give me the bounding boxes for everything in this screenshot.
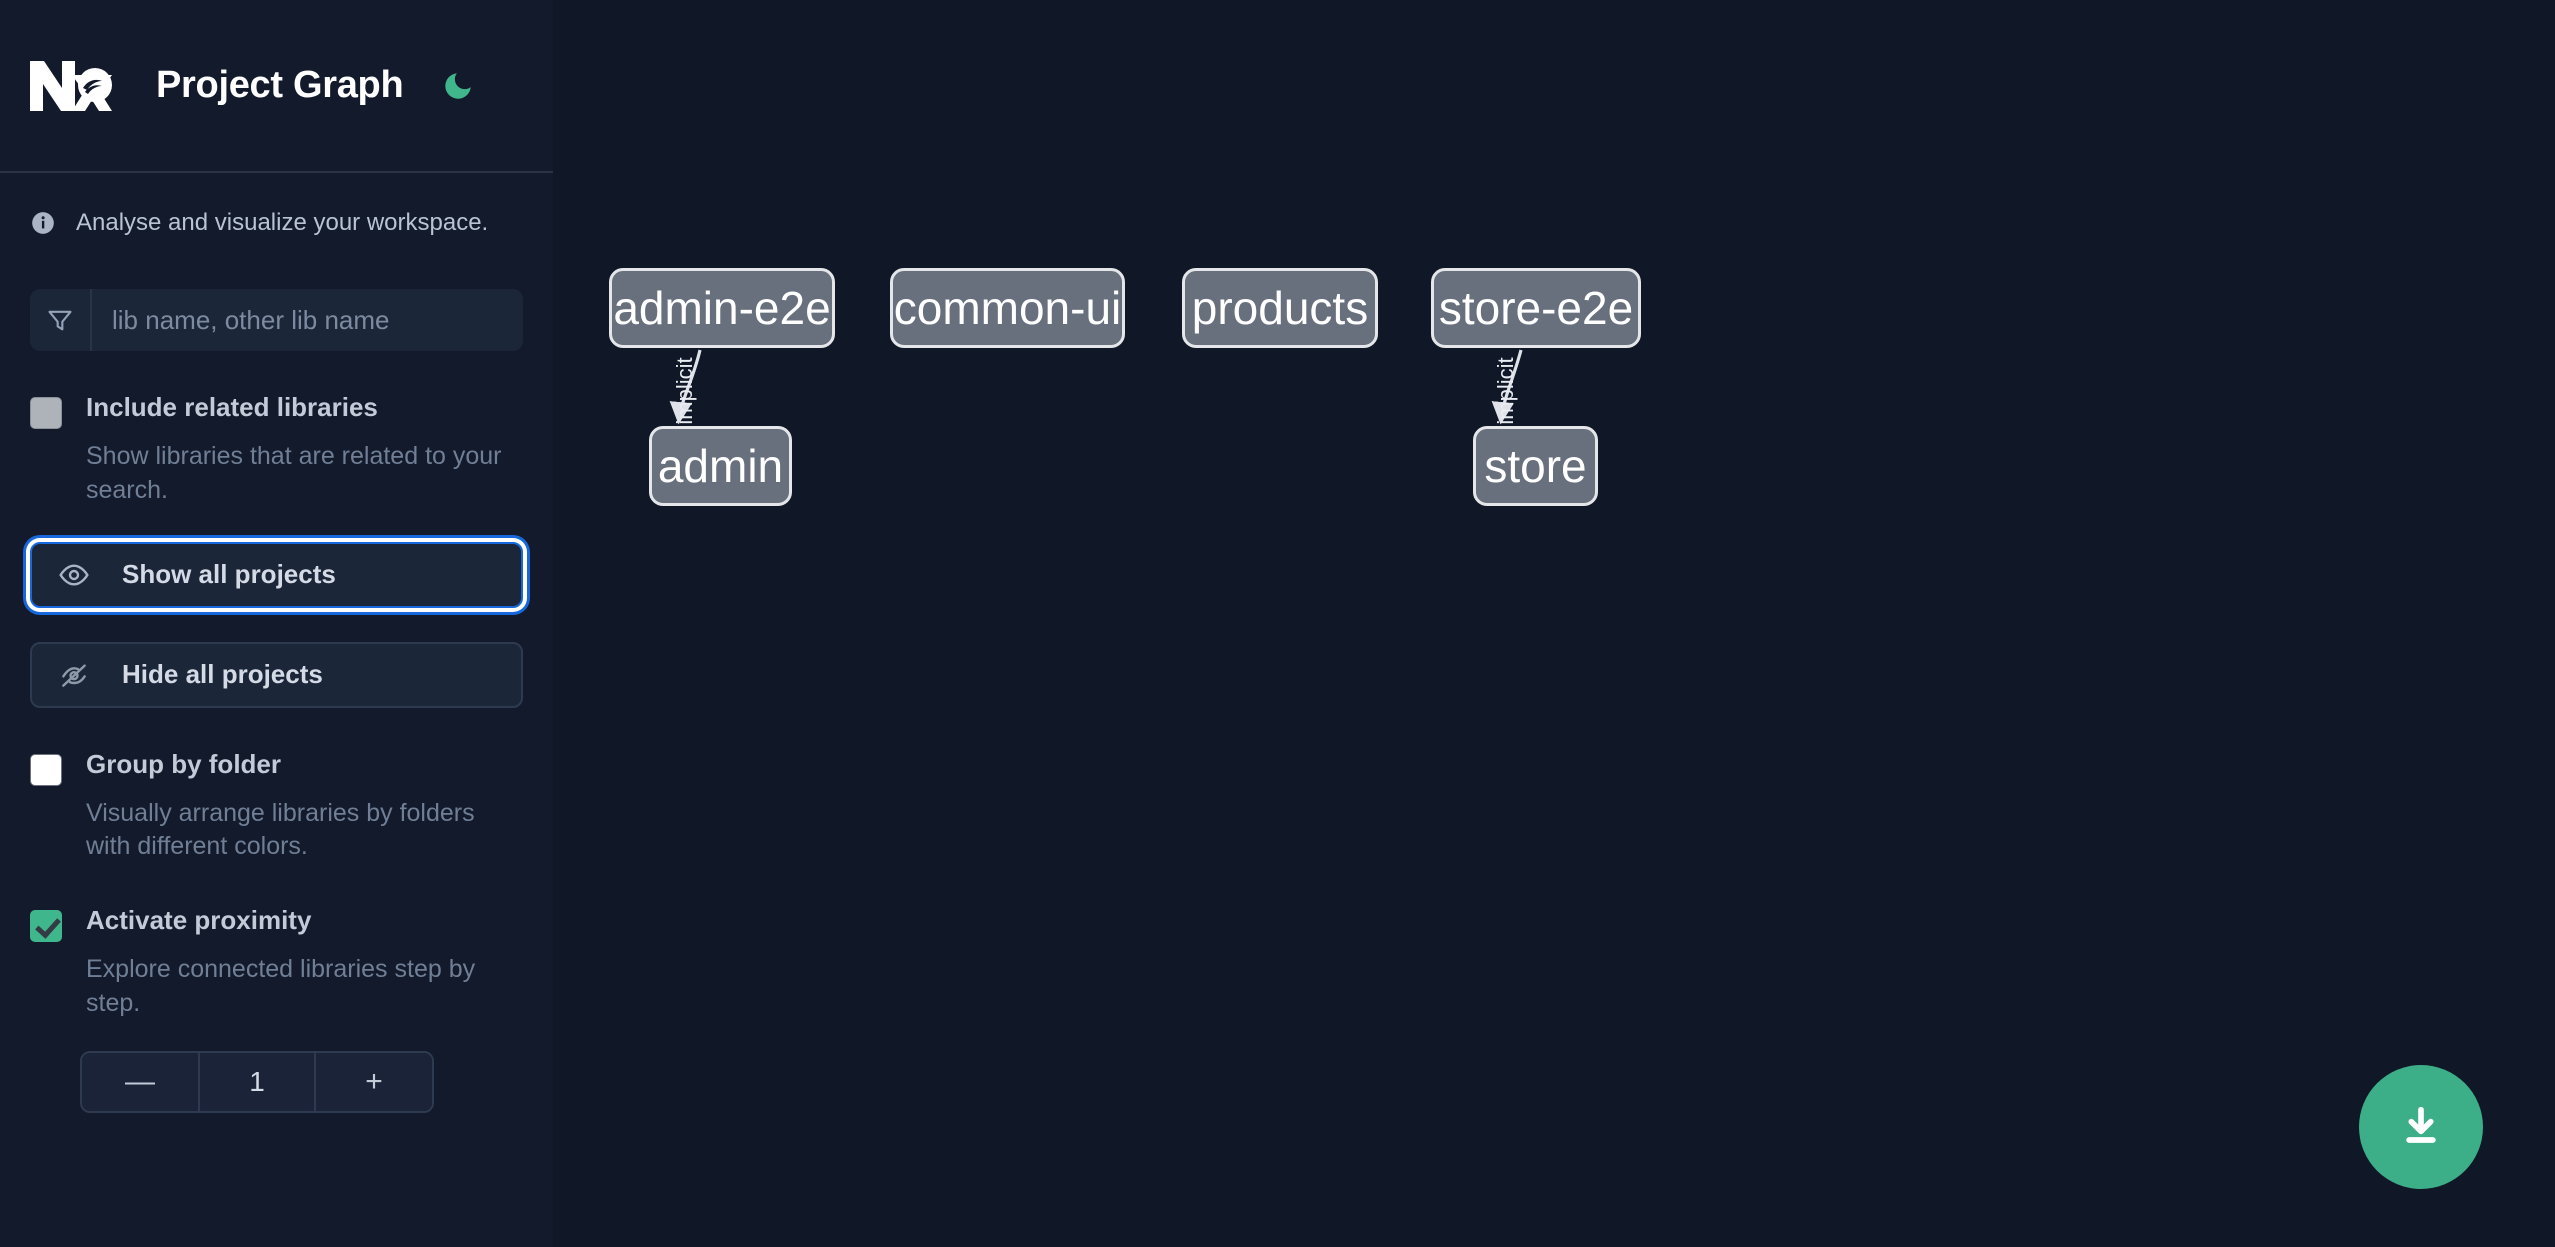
workspace-info: Analyse and visualize your workspace.	[30, 209, 523, 237]
proximity-stepper: — 1 +	[80, 1050, 434, 1113]
graph-node-admin-e2e[interactable]: admin-e2e	[609, 268, 835, 348]
sidebar: Project Graph Analyse and visualize your…	[0, 0, 553, 1247]
graph-edges	[669, 349, 1523, 425]
workspace-info-text: Analyse and visualize your workspace.	[76, 209, 489, 236]
activate-proximity-label: Activate proximity	[86, 905, 312, 935]
group-by-folder-description: Visually arrange libraries by folders wi…	[86, 798, 475, 861]
edge-label-store-implicit: implicit	[1493, 357, 1518, 425]
proximity-increment-button[interactable]: +	[314, 1052, 432, 1111]
graph-node-common-ui[interactable]: common-ui	[890, 268, 1125, 348]
proximity-value: 1	[249, 1065, 265, 1097]
group-by-folder-label: Group by folder	[86, 748, 281, 779]
include-related-libraries-checkbox	[30, 397, 62, 429]
hide-all-projects-button[interactable]: Hide all projects	[30, 641, 523, 708]
sidebar-header: Project Graph	[0, 0, 553, 173]
include-related-libraries-description: Show libraries that are related to your …	[86, 442, 502, 504]
graph-canvas[interactable]: implicit implicit admin-e2e common-ui pr…	[553, 0, 2555, 1247]
search-input[interactable]	[92, 289, 523, 351]
download-image-button[interactable]	[2359, 1065, 2483, 1189]
activate-proximity-checkbox[interactable]	[30, 910, 62, 942]
eye-off-icon	[58, 659, 96, 691]
proximity-decrement-button[interactable]: —	[82, 1052, 200, 1111]
group-by-folder-checkbox[interactable]	[30, 753, 62, 786]
option-include-related-libraries[interactable]: Include related libraries Show libraries…	[30, 393, 523, 508]
option-activate-proximity[interactable]: Activate proximity Explore connected lib…	[30, 906, 523, 1113]
page-title: Project Graph	[156, 64, 404, 106]
option-group-by-folder[interactable]: Group by folder Visually arrange librari…	[30, 748, 523, 865]
sidebar-body: Analyse and visualize your workspace. In…	[0, 209, 553, 1113]
graph-node-products[interactable]: products	[1182, 268, 1378, 348]
activate-proximity-description: Explore connected libraries step by step…	[86, 955, 476, 1017]
show-all-projects-button[interactable]: Show all projects	[30, 541, 523, 608]
funnel-filter-icon	[30, 289, 92, 351]
eye-icon	[58, 559, 96, 591]
graph-node-store[interactable]: store	[1473, 426, 1598, 506]
info-circle-icon	[30, 210, 56, 236]
filter-search-box[interactable]	[30, 289, 523, 351]
show-all-projects-label: Show all projects	[122, 559, 336, 589]
edge-label-admin-implicit: implicit	[672, 357, 697, 425]
nx-logo-icon	[26, 55, 122, 117]
moon-icon[interactable]	[437, 65, 479, 107]
include-related-libraries-label: Include related libraries	[86, 392, 378, 422]
graph-node-admin[interactable]: admin	[649, 426, 792, 506]
graph-node-store-e2e[interactable]: store-e2e	[1431, 268, 1641, 348]
hide-all-projects-label: Hide all projects	[122, 659, 323, 689]
